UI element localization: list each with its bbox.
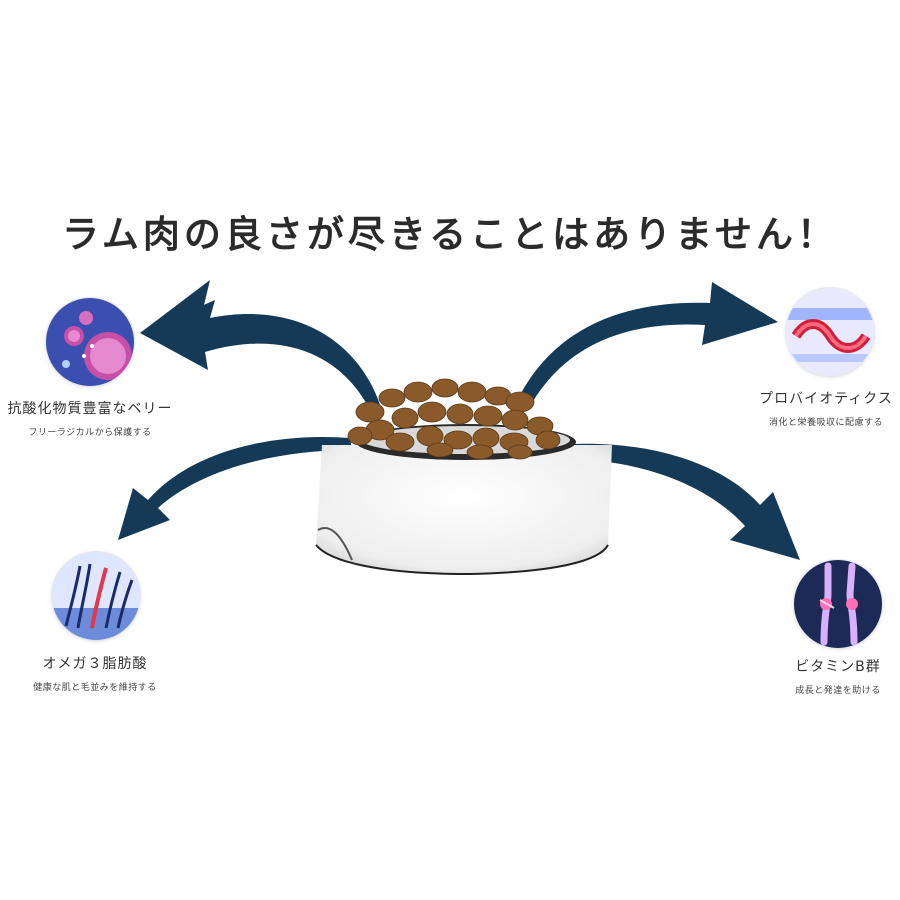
benefit-subtitle: 消化と栄養吸収に配慮する [768, 418, 883, 428]
benefit-title: オメガ３脂肪酸 [42, 656, 148, 672]
headline: ラム肉の良さが尽きることはありません！ [61, 213, 839, 256]
bone-joint-icon [794, 560, 882, 648]
benefit-title: ビタミンB群 [795, 659, 881, 675]
benefit-vitamin: ビタミンB群 成長と発達を助ける [718, 656, 900, 696]
arrow-to-omega [118, 436, 352, 540]
benefit-title: 抗酸化物質豊富なベリー [7, 401, 173, 417]
arrow-to-berries [140, 280, 380, 410]
intestine-icon [786, 288, 874, 376]
benefit-probiotics: プロバイオティクス 消化と栄養吸収に配慮する [706, 388, 900, 428]
arrow-to-probiotics [515, 282, 778, 410]
hair-follicle-icon [52, 552, 140, 640]
benefit-subtitle: 成長と発達を助ける [795, 686, 881, 696]
benefit-omega: オメガ３脂肪酸 健康な肌と毛並みを維持する [0, 653, 215, 693]
kibble-pile [347, 378, 561, 460]
benefit-subtitle: フリーラジカルから保護する [28, 428, 152, 438]
berry-cell-icon [46, 298, 134, 386]
benefit-title: プロバイオティクス [759, 391, 893, 407]
benefit-berries: 抗酸化物質豊富なベリー フリーラジカルから保護する [0, 398, 210, 438]
benefit-subtitle: 健康な肌と毛並みを維持する [33, 683, 157, 693]
